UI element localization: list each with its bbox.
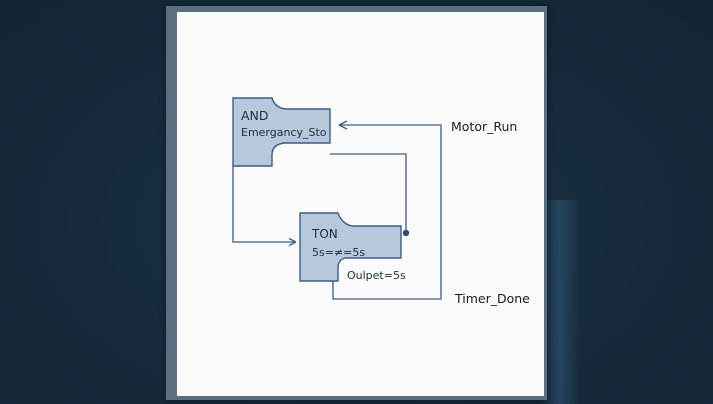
- and-block-title: AND: [241, 108, 269, 123]
- ton-block: [299, 212, 402, 282]
- wire-and-to-ton-right: [330, 153, 407, 230]
- wire-and-to-ton-left: [232, 165, 296, 243]
- diagram-paper: [177, 12, 544, 396]
- wire-arrowhead-and: [338, 120, 348, 130]
- wire-arrowhead-ton: [288, 237, 297, 247]
- ton-block-output: Oulpet=5s: [347, 269, 406, 282]
- junction-dot: [402, 229, 410, 237]
- label-motor-run: Motor_Run: [451, 119, 517, 134]
- ton-block-title: TON: [311, 227, 338, 241]
- wire-feedback-loop: [332, 124, 442, 300]
- and-block-subtitle: Emergancy_Sto: [241, 126, 327, 139]
- wires: [232, 120, 442, 300]
- label-timer-done: Timer_Done: [454, 291, 530, 306]
- and-block: [232, 97, 331, 167]
- ton-block-preset: 5s=≠=5s: [312, 246, 365, 259]
